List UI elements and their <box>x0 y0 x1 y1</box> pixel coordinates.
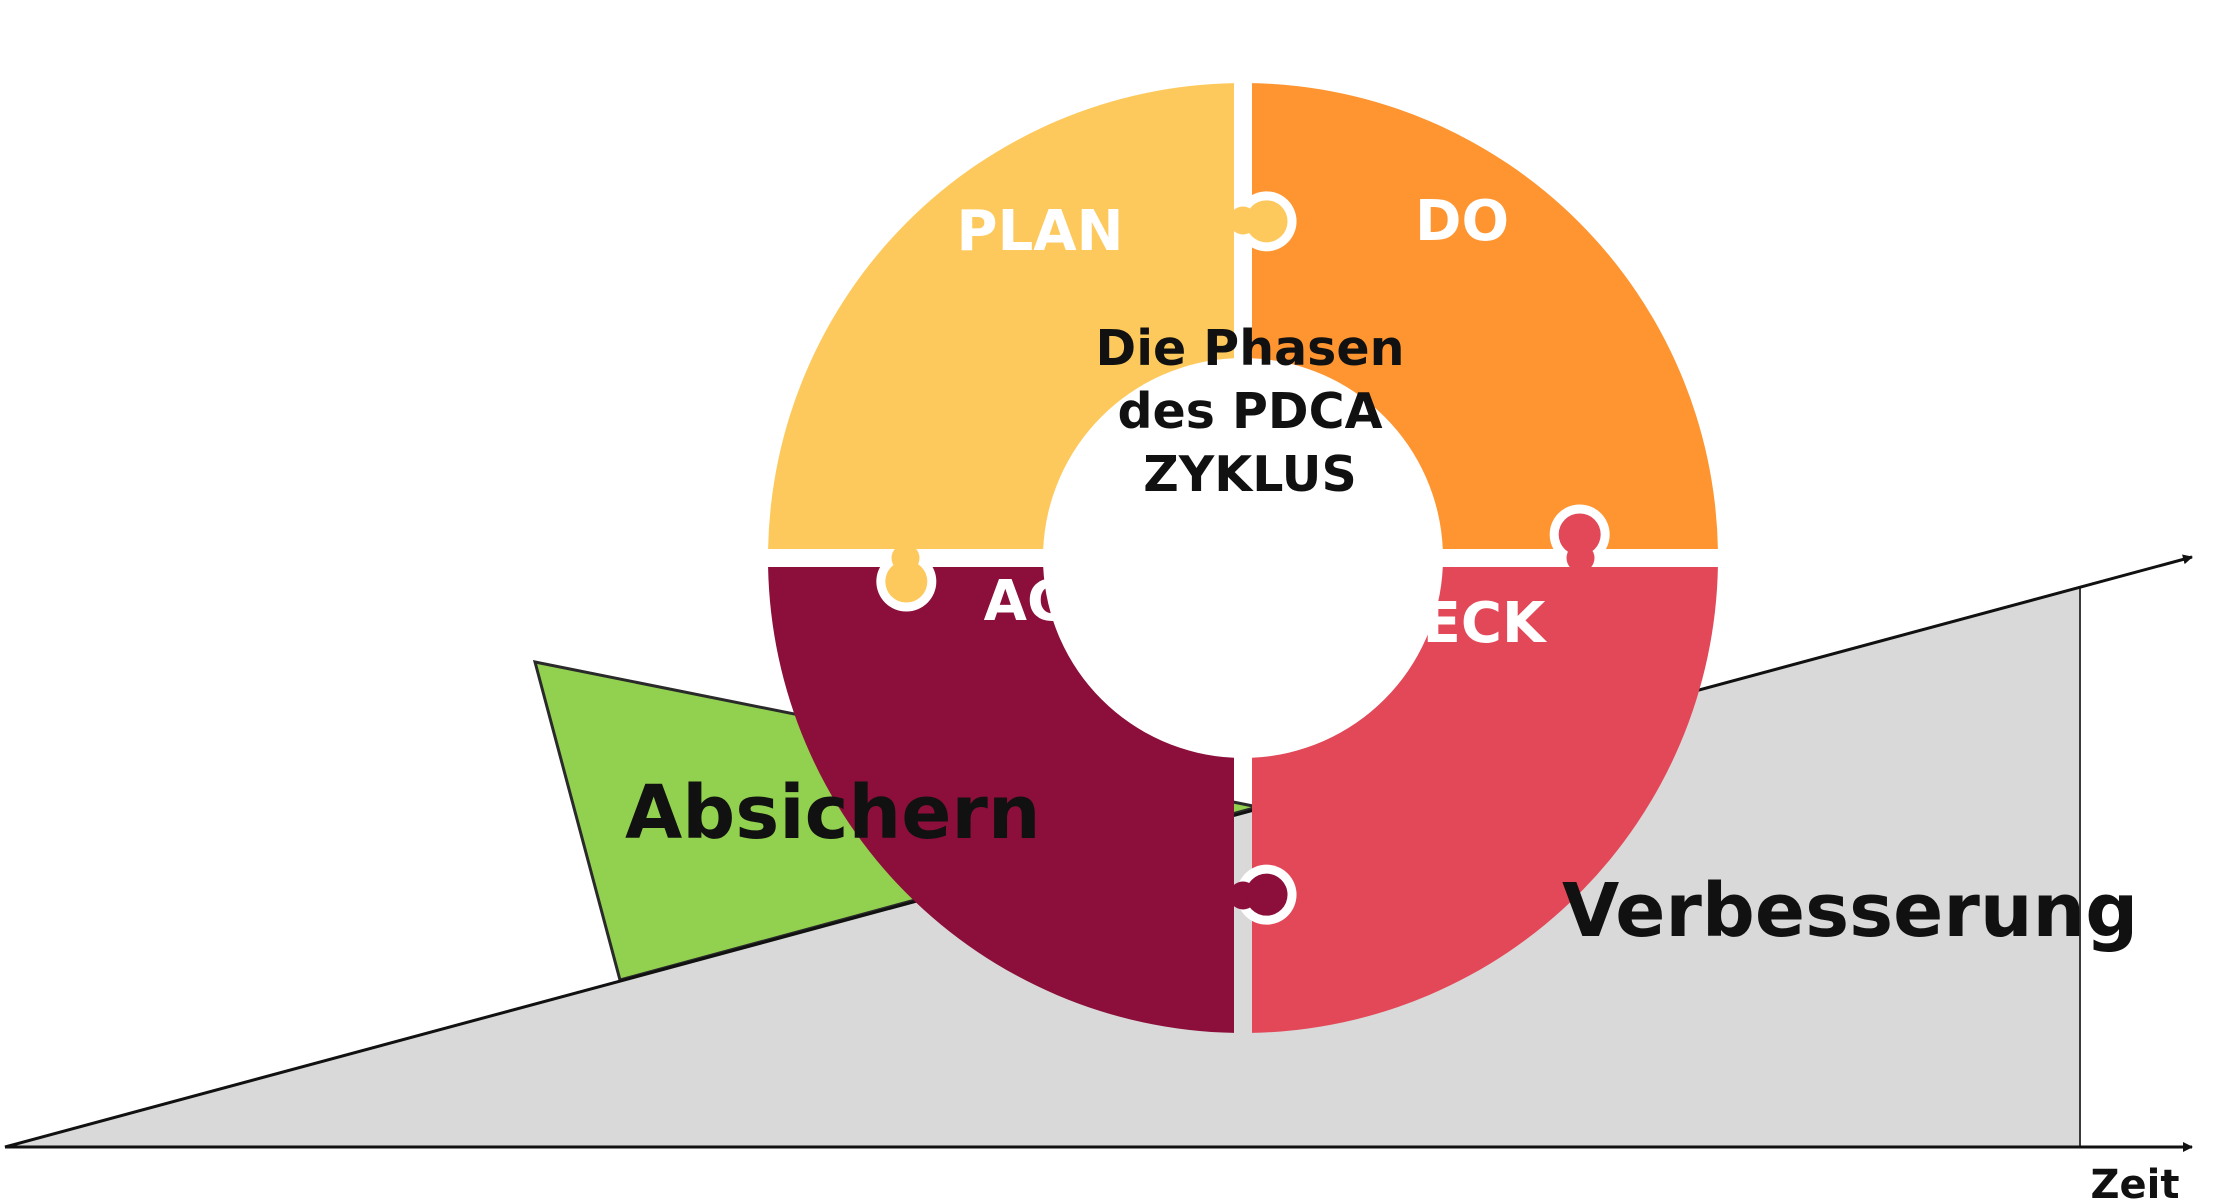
puzzle-knob <box>885 560 928 603</box>
ramp-label: Verbesserung <box>1562 868 2138 954</box>
puzzle-knob <box>1245 873 1288 916</box>
segment-label-do: DO <box>1415 189 1509 254</box>
wedge-label: Absichern <box>625 770 1041 856</box>
segment-act <box>768 567 1234 1033</box>
center-title-line-3: ZYKLUS <box>1143 446 1357 503</box>
segment-do <box>1252 83 1718 550</box>
puzzle-knob <box>1245 200 1288 243</box>
pdca-ring <box>768 83 1718 1033</box>
segment-label-act: ACT <box>984 569 1107 634</box>
segment-label-check: CHECK <box>1335 591 1548 656</box>
time-axis-label: Zeit <box>2091 1162 2180 1201</box>
segment-check <box>1252 567 1718 1033</box>
segment-label-plan: PLAN <box>957 199 1124 264</box>
puzzle-knob <box>1558 513 1601 556</box>
center-title-line-1: Die Phasen <box>1096 320 1405 377</box>
center-title-line-2: des PDCA <box>1117 383 1382 440</box>
segment-plan <box>768 83 1234 550</box>
